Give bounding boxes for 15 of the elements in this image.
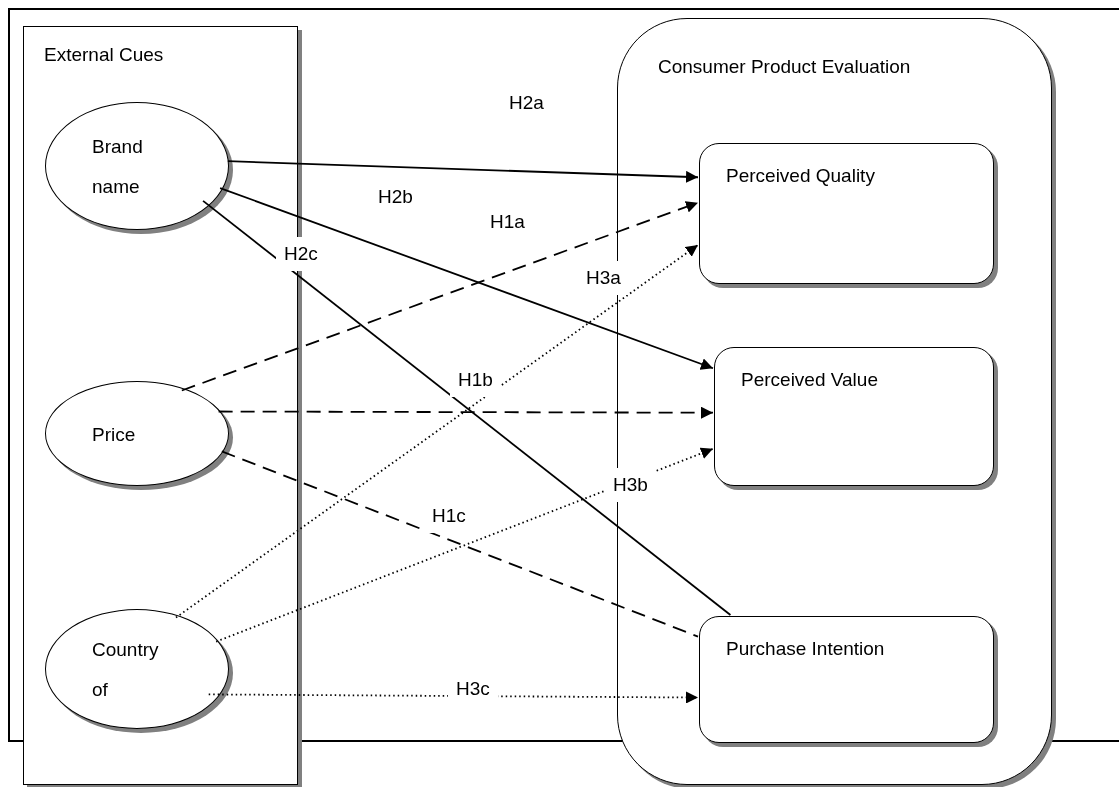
node-label: Price [92, 422, 137, 447]
arrow [175, 244, 699, 619]
arrow [207, 691, 699, 704]
arrow [226, 160, 699, 183]
node-label: Perceived Value [741, 368, 879, 392]
edge-label: H3b [605, 468, 656, 502]
node-label: Purchase Intention [726, 637, 886, 661]
arrow [219, 187, 714, 370]
arrow [180, 201, 699, 392]
arrow [217, 406, 714, 419]
node-label: Perceived Quality [726, 164, 876, 188]
node-label: Brand name [92, 135, 144, 199]
node-label: Country of [92, 638, 160, 702]
node-label: External Cues [44, 43, 165, 67]
node-label: Consumer Product Evaluation [658, 55, 912, 79]
